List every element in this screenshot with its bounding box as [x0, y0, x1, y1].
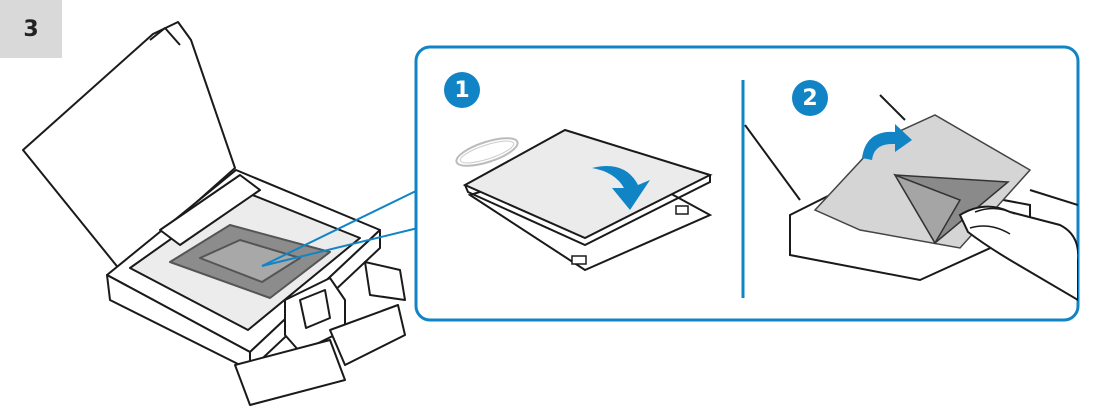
substep-2-number: 2	[802, 85, 818, 111]
substep-1-badge: 1	[444, 72, 480, 108]
step-number-badge: 3	[0, 0, 62, 58]
substep-1-illustration	[455, 128, 713, 272]
substep-1-number: 1	[454, 77, 470, 103]
callout-connector	[261, 189, 419, 267]
rotate-arrow-icon	[862, 124, 912, 160]
step-number: 3	[23, 16, 39, 42]
monitor-box-illustration	[22, 21, 406, 406]
substep-2-illustration	[744, 94, 1078, 302]
dell-logo-icon	[455, 137, 519, 167]
down-arrow-icon	[592, 166, 650, 210]
hand-icon	[958, 205, 1078, 302]
substep-2-badge: 2	[792, 80, 828, 116]
